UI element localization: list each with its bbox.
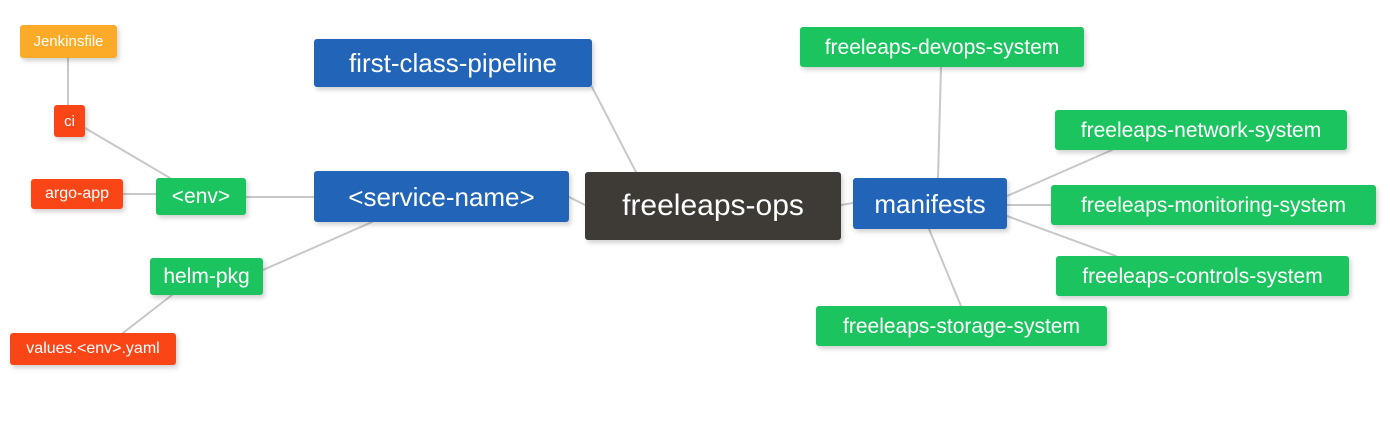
node-label: freeleaps-controls-system <box>1082 264 1323 288</box>
node-label: Jenkinsfile <box>33 33 104 50</box>
node-label: freeleaps-network-system <box>1080 118 1322 142</box>
node-helm-pkg[interactable]: helm-pkg <box>150 258 263 295</box>
node-values-env-yaml[interactable]: values.<env>.yaml <box>10 333 176 365</box>
node-env[interactable]: <env> <box>156 178 246 215</box>
node-ci[interactable]: ci <box>54 105 85 137</box>
node-manifests[interactable]: manifests <box>853 178 1007 229</box>
node-label: freeleaps-monitoring-system <box>1081 193 1346 217</box>
node-jenkinsfile[interactable]: Jenkinsfile <box>20 25 117 58</box>
node-label: freeleaps-ops <box>622 189 804 222</box>
edge-service-name-to-helm-pkg <box>262 221 373 271</box>
node-freeleaps-devops-system[interactable]: freeleaps-devops-system <box>800 27 1084 67</box>
node-freeleaps-controls-system[interactable]: freeleaps-controls-system <box>1056 256 1349 296</box>
node-freeleaps-ops[interactable]: freeleaps-ops <box>585 172 841 240</box>
edge-manifests-to-freeleaps-devops-system <box>937 66 942 179</box>
node-label: argo-app <box>44 185 110 202</box>
edge-helm-pkg-to-values-env-yaml <box>122 294 173 334</box>
edge-freeleaps-ops-to-service-name <box>568 196 586 206</box>
node-first-class-pipeline[interactable]: first-class-pipeline <box>314 39 592 87</box>
edge-manifests-to-freeleaps-network-system <box>1006 149 1113 197</box>
node-label: ci <box>64 112 75 130</box>
edge-env-to-ci <box>84 127 171 179</box>
node-argo-app[interactable]: argo-app <box>31 179 123 209</box>
node-label: values.<env>.yaml <box>26 340 160 357</box>
edge-manifests-to-freeleaps-storage-system <box>928 228 962 307</box>
node-label: first-class-pipeline <box>348 48 558 78</box>
node-label: freeleaps-storage-system <box>843 314 1080 338</box>
node-freeleaps-monitoring-system[interactable]: freeleaps-monitoring-system <box>1051 185 1376 225</box>
edge-manifests-to-freeleaps-controls-system <box>1006 215 1117 257</box>
node-label: <env> <box>171 185 231 208</box>
node-label: <service-name> <box>348 181 535 212</box>
edge-freeleaps-ops-to-first-class-pipeline <box>591 86 637 173</box>
node-freeleaps-storage-system[interactable]: freeleaps-storage-system <box>816 306 1107 346</box>
node-label: manifests <box>874 188 986 219</box>
edge-freeleaps-ops-to-manifests <box>840 202 854 206</box>
node-label: helm-pkg <box>163 265 250 288</box>
node-label: freeleaps-devops-system <box>824 35 1060 59</box>
node-freeleaps-network-system[interactable]: freeleaps-network-system <box>1055 110 1347 150</box>
node-service-name[interactable]: <service-name> <box>314 171 569 222</box>
